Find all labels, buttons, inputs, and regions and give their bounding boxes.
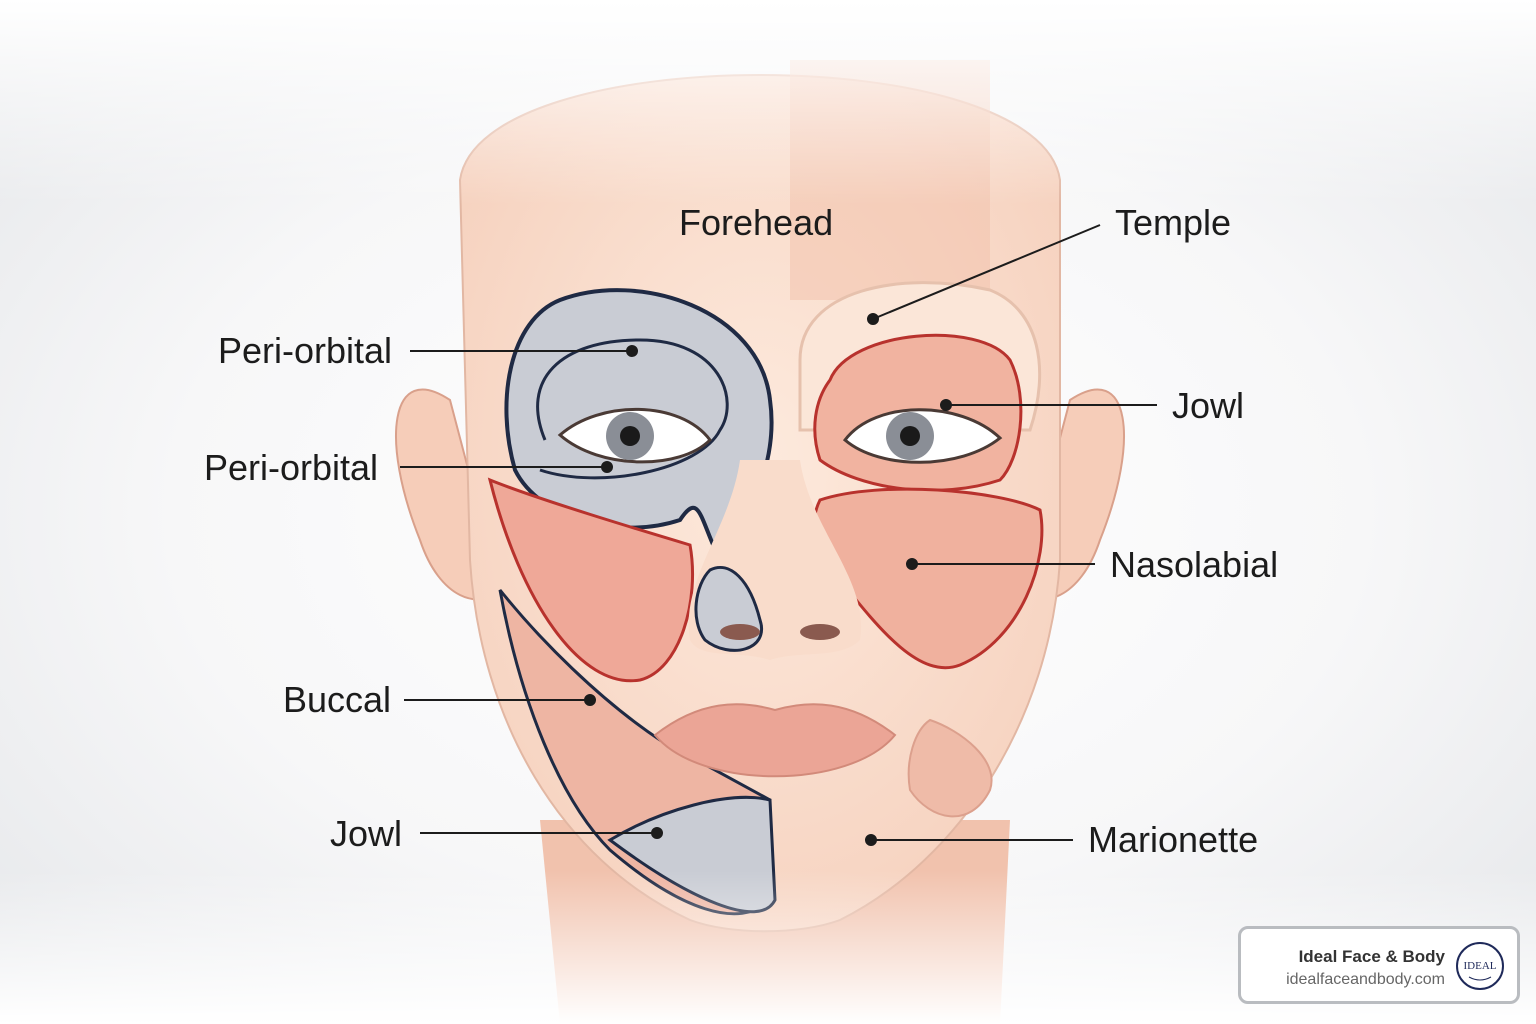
marker-jowl-left [651, 827, 663, 839]
label-jowl-left: Jowl [330, 813, 403, 854]
label-temple: Temple [1115, 202, 1232, 243]
label-marionette: Marionette [1088, 819, 1259, 860]
label-buccal: Buccal [283, 679, 392, 720]
marker-nasolabial [906, 558, 918, 570]
label-peri-orbital-upper: Peri-orbital [218, 330, 393, 371]
label-nasolabial: Nasolabial [1110, 544, 1279, 585]
marker-buccal [584, 694, 596, 706]
brand-badge: Ideal Face & Body idealfaceandbody.com I… [1238, 926, 1520, 1004]
marker-peri-orbital-upper [626, 345, 638, 357]
nostril-right [800, 624, 840, 640]
brand-name: Ideal Face & Body [1298, 947, 1445, 966]
label-peri-orbital-lower: Peri-orbital [204, 447, 379, 488]
marker-peri-orbital-lower [601, 461, 613, 473]
svg-text:IDEAL: IDEAL [1464, 960, 1497, 972]
leader-lines [400, 224, 1157, 846]
leader-temple [872, 224, 1101, 320]
marker-marionette [865, 834, 877, 846]
brand-url: idealfaceandbody.com [1286, 971, 1445, 988]
forehead-muscle [790, 60, 990, 300]
marker-temple [867, 313, 879, 325]
nostril-left [720, 624, 760, 640]
label-forehead: Forehead [679, 202, 834, 243]
brand-logo-icon: IDEAL [1456, 942, 1504, 990]
label-jowl-right: Jowl [1172, 385, 1245, 426]
marker-jowl-right [940, 399, 952, 411]
